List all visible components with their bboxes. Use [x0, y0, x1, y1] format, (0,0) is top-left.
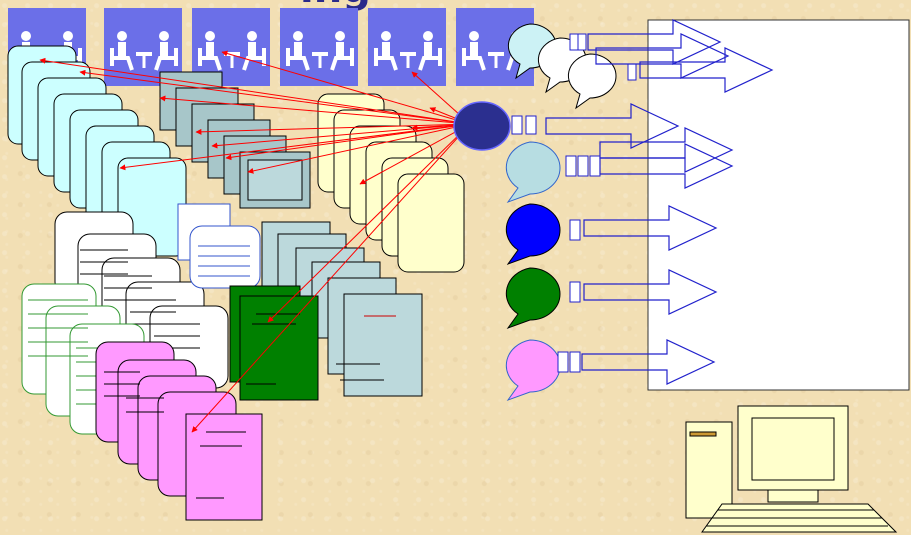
meeting-people-icon — [198, 29, 266, 72]
green-document-stack — [229, 285, 319, 401]
target-panel — [647, 19, 910, 391]
bevel-box-stack — [159, 71, 311, 209]
flow-arrows — [511, 19, 773, 385]
hub-node — [453, 101, 511, 151]
broadcast-arrows — [39, 50, 471, 433]
cyan-document-stack — [7, 45, 187, 257]
lightblue-speech-bubble — [505, 141, 561, 204]
computer-icon — [685, 405, 898, 533]
user-tile — [368, 8, 446, 86]
speech-bubble-cluster — [507, 23, 617, 110]
green-speech-bubble — [505, 267, 561, 330]
blue-speech-bubble — [505, 203, 561, 266]
meeting-people-icon — [110, 29, 178, 72]
meeting-people-icon — [374, 29, 442, 72]
meeting-people-icon — [286, 29, 354, 72]
pink-speech-bubble — [505, 339, 561, 402]
